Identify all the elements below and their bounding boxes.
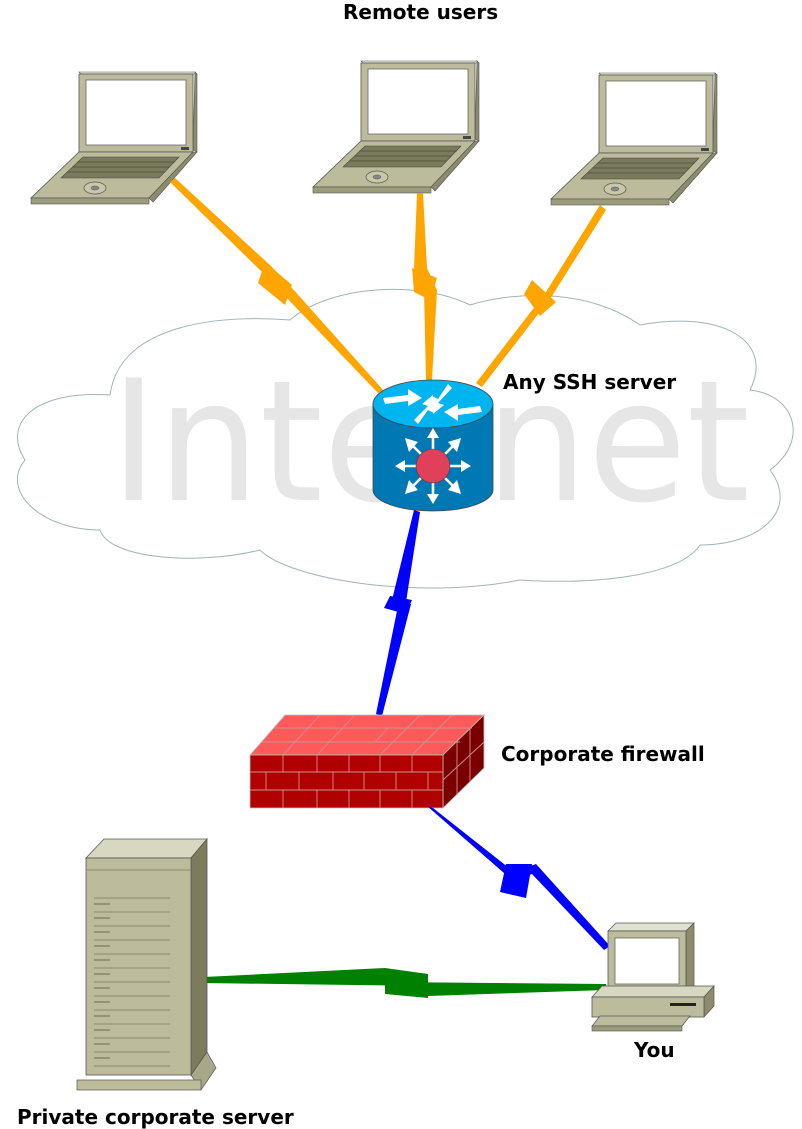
- ssh-server-router: [372, 379, 494, 512]
- your-workstation: [591, 922, 715, 1032]
- remote-laptop-2: [312, 60, 480, 194]
- you-label: You: [633, 1038, 675, 1062]
- firewall-you-link: [427, 806, 610, 950]
- corporate-firewall: [249, 714, 485, 809]
- remote-users-label: Remote users: [343, 0, 498, 24]
- private-server-label: Private corporate server: [17, 1105, 294, 1129]
- ssh-server-label: Any SSH server: [503, 370, 676, 394]
- router-center: [415, 448, 451, 484]
- remote-laptop-1: [30, 71, 198, 205]
- firewall-label: Corporate firewall: [501, 742, 705, 766]
- server-you-link: [204, 968, 606, 998]
- private-corporate-server: [76, 837, 217, 1091]
- remote-laptop-3: [550, 72, 718, 206]
- remote-link-3: [476, 205, 606, 387]
- remote-links: [170, 178, 606, 393]
- router-firewall-link: [376, 510, 420, 716]
